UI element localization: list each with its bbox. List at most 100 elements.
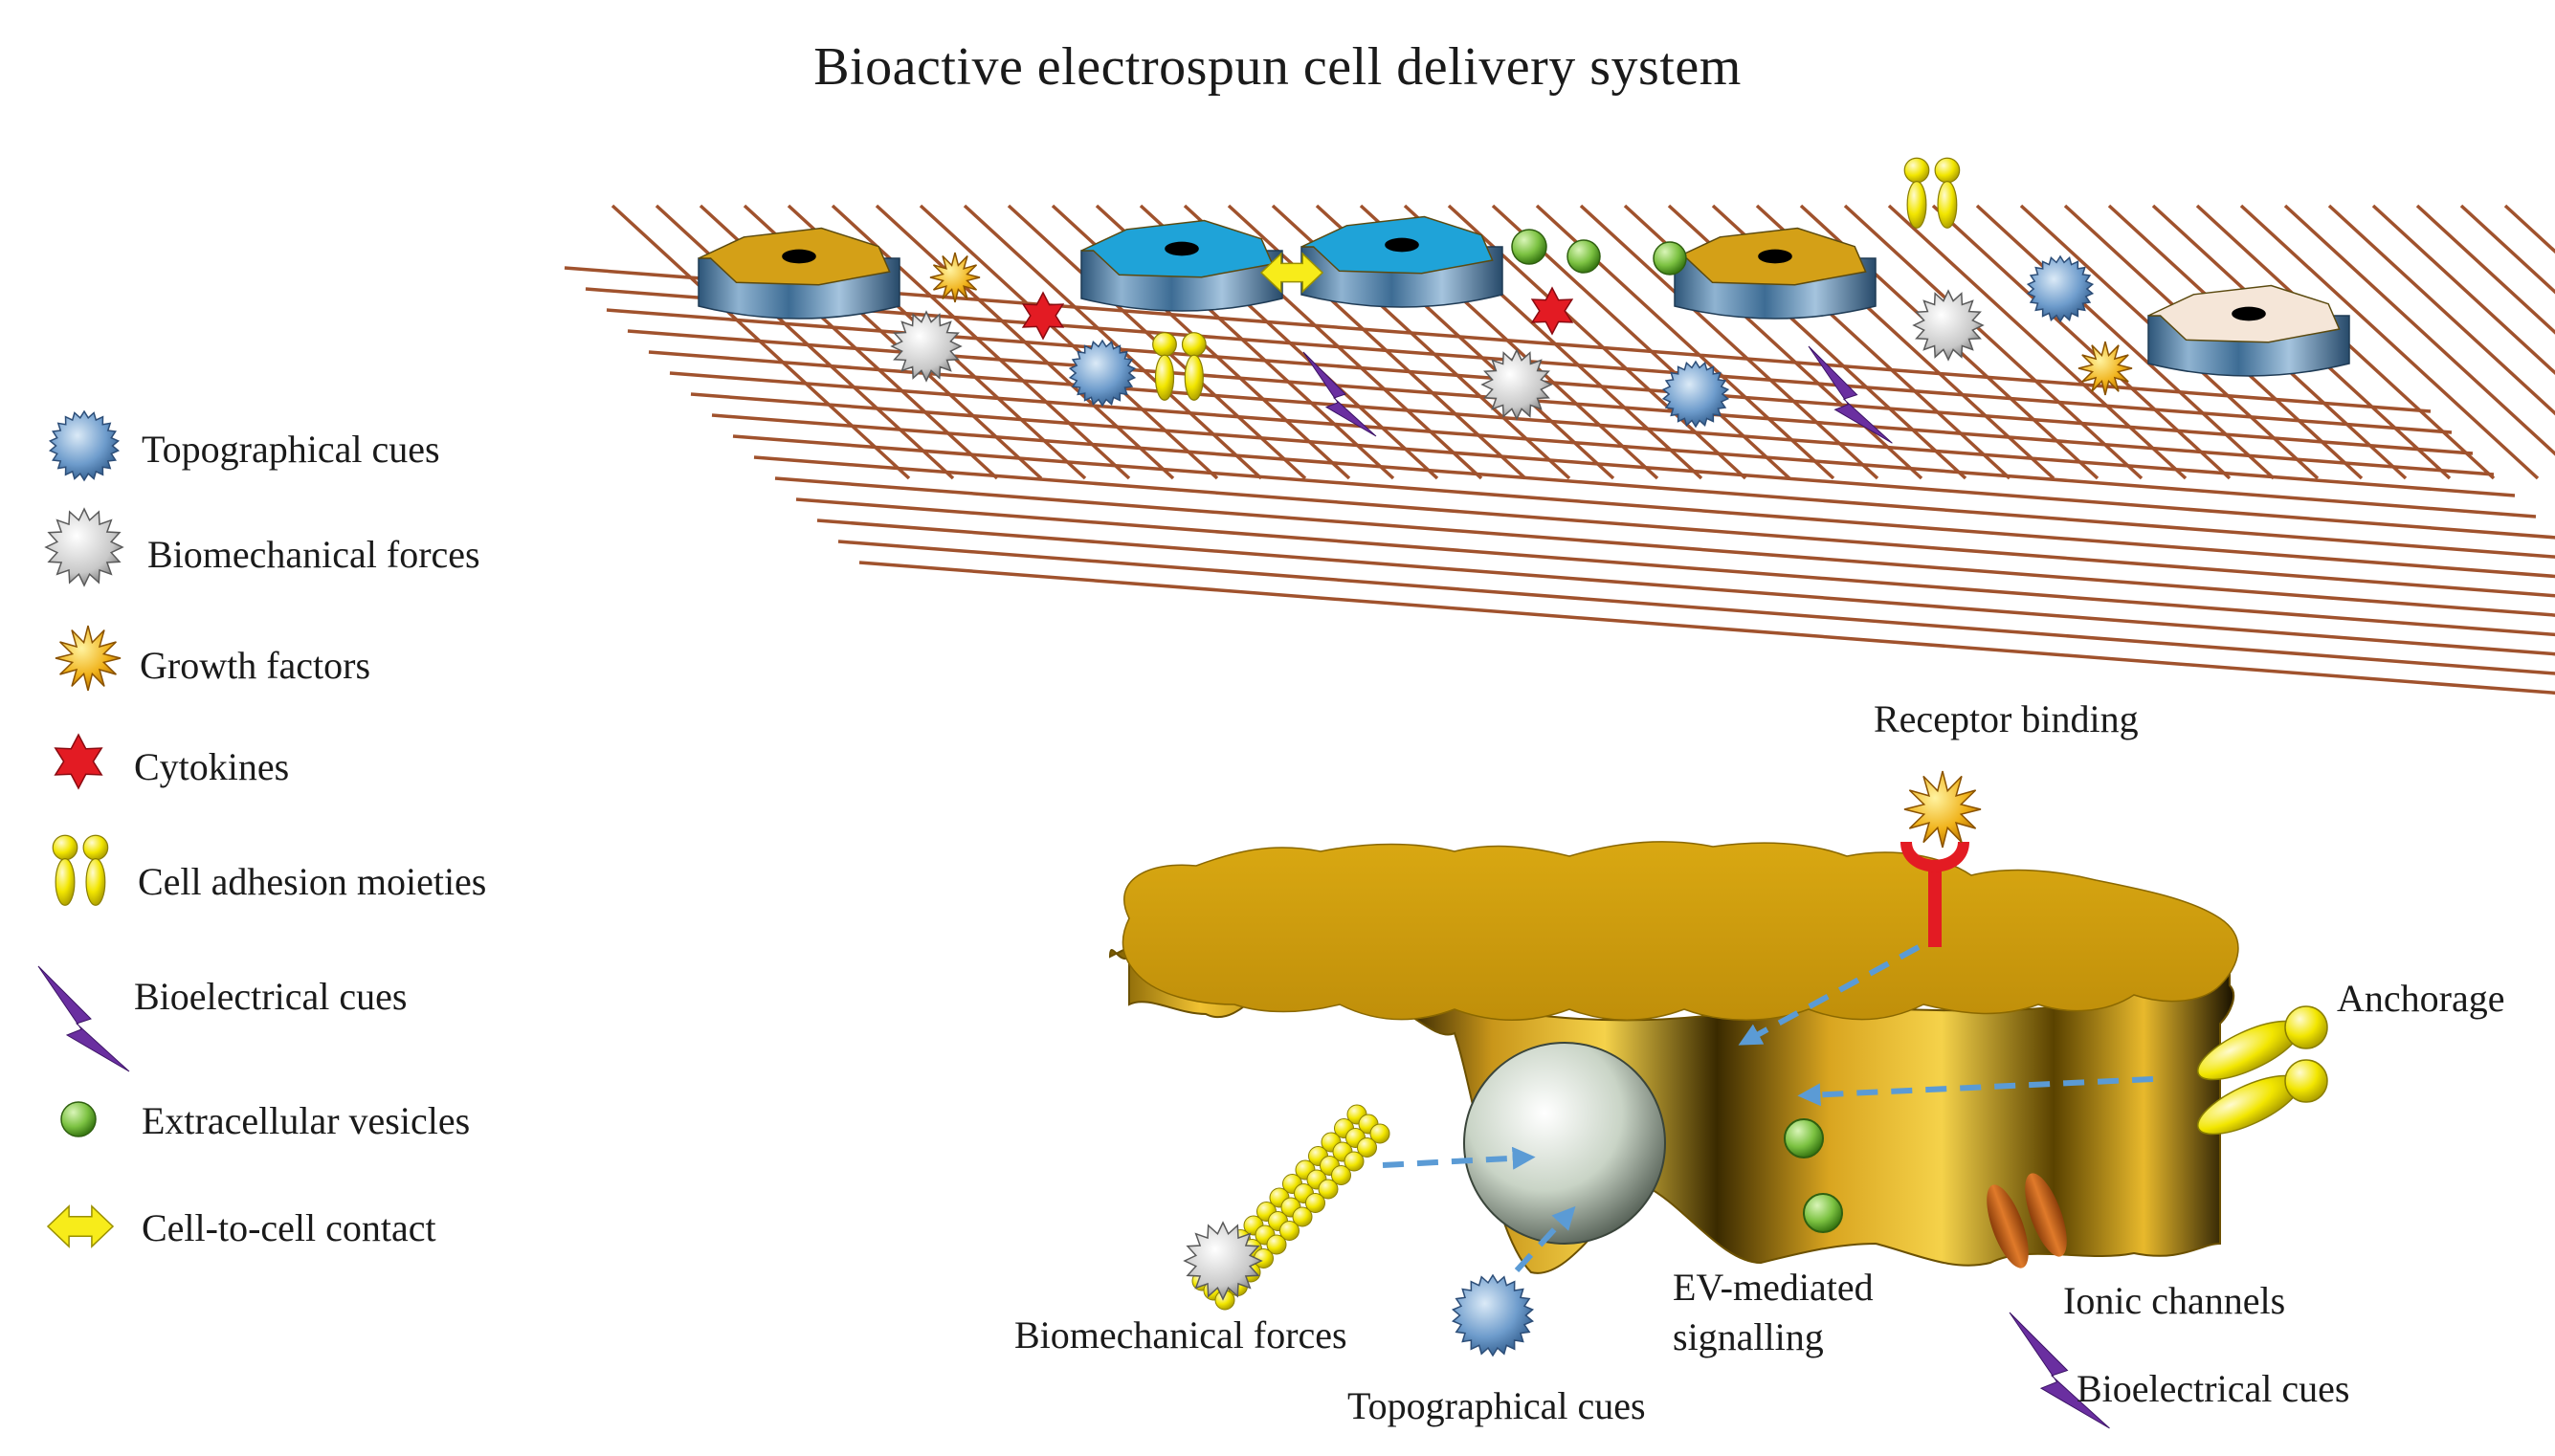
receptor-stem: [1928, 871, 1942, 947]
legend-item-cytokines: Cytokines: [38, 727, 574, 804]
actin-bead: [1266, 1234, 1287, 1255]
cell-adhesion-icon: [2197, 1005, 2328, 1136]
cell-cue-markers: [1183, 770, 2328, 1429]
label-actin: Actin: [1204, 1084, 1289, 1127]
legend-item-cell-contact: Cell-to-cell contact: [38, 1188, 574, 1265]
legend-icons: [37, 409, 130, 1248]
biomechanical-force-icon: [1480, 348, 1553, 421]
label-biomechanical-forces: Biomechanical forces: [1014, 1313, 1347, 1357]
fiber: [2239, 204, 2540, 480]
fiber: [711, 413, 2555, 559]
fiber: [2459, 204, 2555, 295]
cell-cross-section: [1108, 841, 2239, 1311]
biomechanical-force-icon: [1912, 289, 1985, 362]
fiber: [753, 455, 2555, 598]
legend-label: Cytokines: [134, 745, 290, 788]
fiber: [774, 476, 2555, 617]
actin-bead: [1279, 1221, 1300, 1241]
fiber: [1579, 204, 1879, 480]
cell-nucleus-dot: [1165, 241, 1199, 256]
fiber: [2283, 204, 2555, 456]
actin-bead: [1344, 1151, 1365, 1172]
ionic-channel: [1987, 1184, 2029, 1268]
receptor-cup: [1900, 842, 1969, 872]
growth-factor-icon: [2077, 341, 2133, 396]
cell-adhesion-icon: [1903, 157, 1961, 229]
topographical-cue-icon: [1451, 1273, 1535, 1357]
fiber: [648, 350, 2516, 497]
scaffold-cell: [1080, 219, 1283, 312]
legend-label: Cell adhesion moieties: [138, 860, 487, 903]
actin-bead: [1331, 1165, 1351, 1185]
legend-label: Topographical cues: [142, 428, 440, 471]
cell-adhesion-icon: [52, 834, 109, 906]
scaffold-cell: [698, 227, 900, 320]
topographical-cue-icon: [1068, 339, 1137, 408]
growth-factor-icon: [55, 625, 122, 692]
topographical-cue-icon: [1661, 360, 1730, 429]
label-ev-mediated: EV-mediated: [1673, 1266, 1874, 1309]
bioelectrical-cue-icon: [37, 965, 130, 1072]
cell-nucleus-dot: [782, 249, 816, 264]
fiber: [1931, 204, 2232, 480]
fiber: [919, 204, 1219, 480]
legend-label: Bioelectrical cues: [134, 975, 408, 1018]
extracellular-vesicle-inner: [1784, 1118, 1824, 1158]
fiber: [963, 204, 1263, 480]
legend-item-extracellular-vesicles: Extracellular vesicles: [38, 1081, 574, 1158]
legend-item-biomechanical: Biomechanical forces: [38, 515, 574, 591]
legend-label: Growth factors: [140, 644, 371, 687]
scaffold-cell: [2147, 284, 2350, 377]
cell-nucleus-dot: [2232, 306, 2266, 321]
bioelectrical-cue-icon: [1808, 345, 1893, 444]
extracellular-vesicle-icon: [60, 1101, 97, 1137]
legend-item-bioelectrical: Bioelectrical cues: [38, 957, 574, 1033]
fiber: [831, 204, 1131, 480]
electrospun-fiber-mesh: [564, 204, 2555, 695]
cell-contact-icon: [1259, 252, 1324, 294]
topographical-cue-icon: [2026, 254, 2095, 323]
fiber: [2503, 204, 2555, 254]
scaffold-cell: [1300, 215, 1503, 308]
fiber: [1843, 204, 2144, 480]
growth-factor-icon: [1903, 770, 1982, 849]
legend-item-topographical: Topographical cues: [38, 409, 574, 486]
topographical-cue-icon: [48, 409, 121, 482]
fiber: [2327, 204, 2555, 416]
cytokine-icon: [54, 733, 103, 790]
signal-arrow: [1514, 1205, 1576, 1273]
cell-nucleus-dot: [1385, 237, 1419, 253]
biomechanical-force-icon: [890, 310, 963, 383]
fiber: [669, 371, 2537, 518]
extracellular-vesicle-icon: [1511, 229, 1547, 265]
label-receptor-binding: Receptor binding: [1874, 697, 2139, 740]
extracellular-vesicle-icon: [1653, 241, 1687, 276]
scaffold-cell: [1674, 227, 1877, 320]
fiber: [858, 561, 2555, 695]
scaffold-cues: [890, 157, 2133, 444]
legend-item-growth-factors: Growth factors: [38, 626, 574, 702]
cell-adhesion-icon: [1152, 332, 1207, 401]
scaffold-cells: [698, 215, 2350, 377]
cell-top-surface: [1122, 841, 2239, 1021]
label-ionic-channels: Ionic channels: [2063, 1279, 2286, 1322]
label-bioelectrical-cues: Bioelectrical cues: [2077, 1367, 2350, 1410]
cytokine-icon: [1021, 291, 1065, 341]
cell-nucleus-dot: [1758, 249, 1792, 264]
label-anchorage: Anchorage: [2337, 977, 2505, 1020]
fiber: [2415, 204, 2555, 335]
bioelectrical-cue-icon: [2009, 1312, 2110, 1429]
label-topographical-cues: Topographical cues: [1347, 1384, 1646, 1427]
cytokine-icon: [1530, 286, 1574, 336]
nucleus: [1463, 1042, 1666, 1245]
diagram-title: Bioactive electrospun cell delivery syst…: [813, 37, 1742, 97]
actin-bead: [1305, 1193, 1325, 1213]
legend-item-cell-adhesion: Cell adhesion moieties: [38, 842, 574, 918]
fiber: [1975, 204, 2276, 480]
label-signalling: signalling: [1673, 1315, 1824, 1358]
fiber: [655, 204, 955, 480]
biomechanical-force-icon: [1183, 1221, 1263, 1301]
actin-bead: [1357, 1137, 1377, 1158]
